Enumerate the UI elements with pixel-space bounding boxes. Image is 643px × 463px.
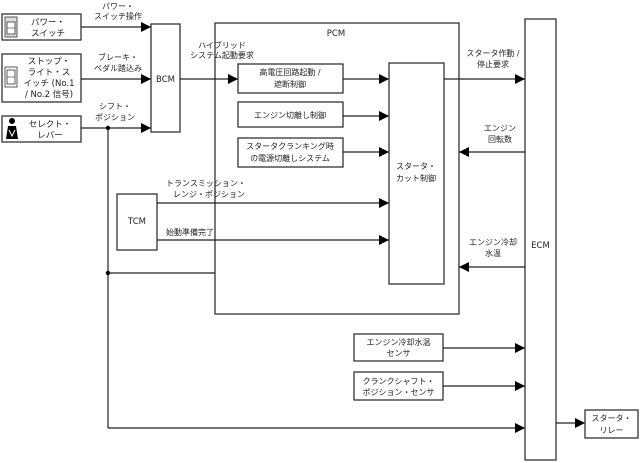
shift-lever-icon [6, 118, 18, 139]
bcm-module: BCM [150, 23, 181, 133]
power-switch-label-2: スイッチ [31, 29, 65, 39]
starter-cut-label-1: スタータ・ [396, 162, 436, 171]
starter-cut-block: スタータ・ カット制御 [388, 62, 445, 285]
shift-position-label-1: シフト・ [99, 102, 131, 111]
cranking-power-block: スタータクランキング時 の電源切離しシステム [237, 137, 344, 168]
switch-on-off-icon [4, 66, 18, 88]
cranking-power-label-2: の電源切離しシステム [250, 153, 330, 163]
select-lever-box: セレクト・ レバー [1, 115, 82, 143]
crank-sensor-box: クランクシャフト・ ポジション・センサ [353, 371, 444, 401]
bcm-label: BCM [156, 75, 175, 85]
hv-circuit-label-2: 遮断制御 [274, 79, 306, 89]
ecm-label: ECM [531, 241, 550, 251]
starter-request-label-1: スタータ作動 / [466, 48, 520, 58]
tm-range-position-label-2: レンジ・ポジション [173, 190, 245, 199]
coolant-sensor-label-2: センサ [387, 349, 411, 358]
engine-speed-label-2: 回転数 [488, 134, 512, 144]
starter-cut-label-2: カット制御 [396, 173, 436, 183]
tcm-label: TCM [127, 217, 146, 227]
tcm-module: TCM [116, 193, 158, 251]
stop-light-switch-label-3: イッチ (No.1 [23, 79, 74, 89]
pcm-label: PCM [327, 29, 345, 39]
select-lever-label-2: レバー [37, 131, 63, 141]
starter-relay-box: スタータ・ リレー [584, 409, 639, 439]
power-switch-label-1: パワー・ [31, 18, 65, 28]
tm-range-position-label-1: トランスミッション・ [166, 179, 246, 188]
stop-light-switch-label-2: ライト・ス [28, 68, 71, 78]
shift-position-label-2: ポジション [95, 113, 135, 122]
starter-relay-label-2: リレー [600, 426, 624, 435]
stop-light-switch-label-1: ストップ・ [28, 57, 71, 67]
engine-disconnect-block: エンジン切離し制御 [237, 101, 344, 128]
cranking-power-label-1: スタータクランキング時 [246, 141, 334, 151]
coolant-temp-label-1: エンジン冷却 [469, 237, 517, 247]
coolant-sensor-label-1: エンジン冷却水温 [367, 337, 431, 347]
hv-circuit-label-1: 高電圧回路起動 / [259, 67, 321, 77]
power-switch-box: パワー・ スイッチ [1, 13, 82, 41]
coolant-temp-label-2: 水温 [485, 248, 501, 258]
start-ready-label: 始動準備完了 [166, 227, 214, 237]
stop-light-switch-label-4: / No.2 信号) [25, 89, 73, 100]
stop-light-switch-box: ストップ・ ライト・ス イッチ (No.1 / No.2 信号) [1, 53, 82, 103]
brake-pedal-label-1: ブレーキ・ [98, 52, 138, 62]
brake-pedal-label-2: ペダル踏込み [94, 63, 142, 73]
power-switch-op-label-2: スイッチ操作 [94, 11, 142, 21]
crank-sensor-label-1: クランクシャフト・ [363, 377, 435, 386]
hybrid-start-request-label-1: ハイブリッド [198, 40, 246, 50]
ecm-module: ECM [524, 18, 557, 461]
coolant-sensor-box: エンジン冷却水温 センサ [353, 333, 444, 362]
engine-speed-label-1: エンジン [484, 124, 516, 133]
power-switch-op-label-1: パワー・ [102, 2, 134, 11]
crank-sensor-label-2: ポジション・センサ [363, 388, 435, 397]
hybrid-start-request-label-2: システム起動要求 [190, 50, 254, 60]
select-lever-label-1: セレクト・ [29, 120, 72, 130]
hv-circuit-block: 高電圧回路起動 / 遮断制御 [237, 63, 344, 94]
starter-request-label-2: 停止要求 [477, 59, 509, 69]
switch-on-off-icon [4, 16, 18, 38]
engine-disconnect-label: エンジン切離し制御 [254, 110, 326, 120]
starter-relay-label-1: スタータ・ [592, 414, 632, 423]
